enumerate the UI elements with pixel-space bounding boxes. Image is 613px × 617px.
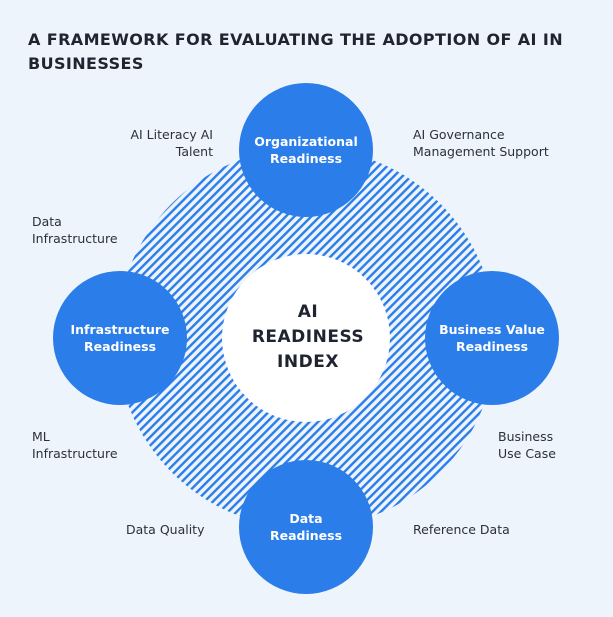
label-data-infrastructure-line-2: Infrastructure [32,231,118,246]
label-reference-data-line-1: Reference Data [413,522,510,537]
node-circle-top [239,83,373,217]
label-ml-infrastructure-line-1: ML [32,429,50,444]
node-circle-bottom [239,460,373,594]
node-circle-left [53,271,187,405]
label-ml-infrastructure-line-2: Infrastructure [32,446,118,461]
node-bottom-line-1: Data [289,511,323,526]
node-left-line-2: Readiness [83,339,157,354]
label-ai-governance-line-1: AI Governance [413,127,505,142]
page-title: A FRAMEWORK FOR EVALUATING THE ADOPTION … [28,30,564,73]
node-top-line-2: Readiness [269,151,343,166]
center-line-3: INDEX [277,352,339,372]
label-data-infrastructure: Data Infrastructure [32,213,118,247]
label-data-quality: Data Quality [126,521,205,538]
node-infrastructure-readiness: Infrastructure Readiness [55,320,185,356]
label-business-use-case-line-1: Business [498,429,554,444]
center-circle [222,254,390,422]
label-business-use-case: Business Use Case [498,428,556,462]
node-business-value-readiness: Business Value Readiness [427,320,557,356]
label-data-quality-line-1: Data Quality [126,522,205,537]
label-data-infrastructure-line-1: Data [32,214,62,229]
node-circle-right [425,271,559,405]
node-top-line-1: Organizational [254,134,358,149]
node-data-readiness: Data Readiness [241,509,371,545]
node-left-line-1: Infrastructure [70,322,170,337]
node-right-line-2: Readiness [455,339,529,354]
node-bottom-line-2: Readiness [269,528,343,543]
label-ai-literacy-line-1: AI Literacy AI [130,127,213,142]
node-right-line-1: Business Value [439,322,545,337]
center-title: AI READINESS INDEX [238,300,378,375]
label-ai-governance: AI Governance Management Support [413,126,549,160]
label-reference-data: Reference Data [413,521,510,538]
label-ml-infrastructure: ML Infrastructure [32,428,118,462]
center-line-2: READINESS [251,327,365,347]
center-line-1: AI [297,302,319,322]
label-business-use-case-line-2: Use Case [498,446,556,461]
label-ai-governance-line-2: Management Support [413,144,549,159]
label-ai-literacy-line-2: Talent [175,144,213,159]
label-ai-literacy: AI Literacy AI Talent [125,126,213,160]
node-organizational-readiness: Organizational Readiness [241,132,371,168]
